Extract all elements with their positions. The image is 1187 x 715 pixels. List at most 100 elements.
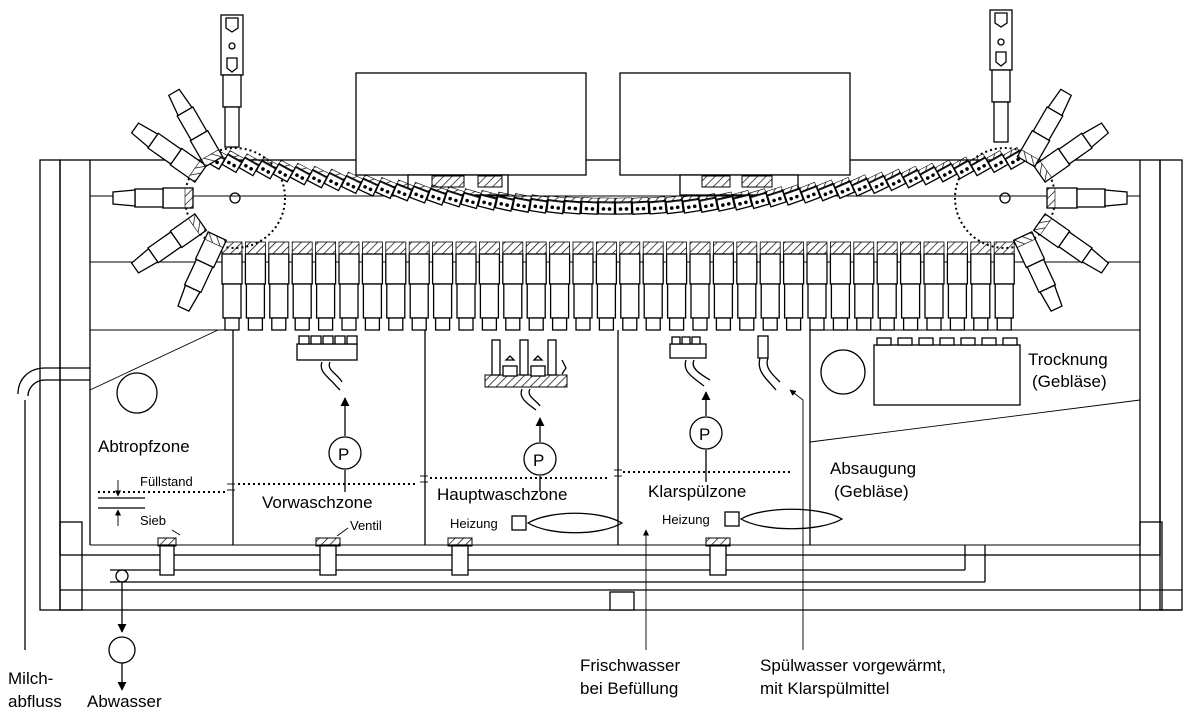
holder-cap bbox=[923, 241, 945, 255]
carrier-tip bbox=[130, 247, 159, 274]
holder-body bbox=[244, 253, 267, 285]
carrier-tip bbox=[1104, 189, 1128, 207]
holder-body bbox=[970, 253, 992, 285]
holder-tip bbox=[645, 317, 661, 331]
link-pin bbox=[772, 198, 776, 203]
cluster-holder bbox=[642, 241, 664, 331]
holder-tip bbox=[224, 317, 240, 331]
holder-sleeve bbox=[315, 283, 336, 319]
link-pin bbox=[278, 170, 282, 174]
link-pin bbox=[266, 170, 271, 174]
holder-body bbox=[782, 253, 805, 285]
fill-level bbox=[98, 469, 790, 526]
link-pin bbox=[232, 163, 236, 168]
chain-link bbox=[443, 186, 465, 208]
holder-sleeve bbox=[666, 283, 687, 319]
carrier-tip bbox=[130, 122, 159, 149]
holder-body bbox=[642, 253, 664, 285]
link-pin bbox=[829, 190, 833, 194]
chain-link bbox=[238, 153, 262, 177]
holder-cap bbox=[525, 241, 547, 255]
holder-sleeve bbox=[362, 283, 383, 319]
label-frischwasser-1: Frischwasser bbox=[580, 656, 680, 675]
holder-cap bbox=[713, 241, 734, 255]
link-pin bbox=[686, 205, 691, 210]
cluster-holder bbox=[525, 241, 547, 331]
holder-body bbox=[806, 253, 828, 285]
carrier-mid bbox=[134, 188, 164, 208]
holder-sleeve bbox=[900, 283, 921, 319]
link-hatch bbox=[900, 165, 919, 179]
label-frischwasser-2: bei Befüllung bbox=[580, 679, 678, 698]
holder-tip bbox=[692, 317, 708, 331]
link-hatch bbox=[631, 197, 649, 204]
carrier-mid bbox=[1076, 188, 1106, 208]
holder-tip bbox=[715, 317, 732, 331]
link-pin bbox=[982, 163, 986, 168]
link-pin bbox=[641, 206, 646, 211]
holder-tip bbox=[973, 317, 989, 331]
link-pin bbox=[863, 185, 867, 189]
cluster-holder bbox=[806, 241, 828, 331]
chain-link bbox=[765, 186, 787, 208]
holder-tip bbox=[926, 317, 942, 331]
holder-tip bbox=[622, 317, 638, 331]
link-hatch bbox=[665, 195, 683, 204]
pump-klarspuel: P bbox=[689, 391, 723, 482]
link-hatch bbox=[968, 153, 986, 167]
holder-cap bbox=[455, 241, 477, 255]
link-hatch bbox=[799, 181, 817, 194]
holder-sleeve bbox=[409, 283, 429, 319]
holder-sleeve bbox=[737, 283, 757, 319]
link-pin bbox=[999, 160, 1003, 165]
link-pin bbox=[721, 203, 725, 207]
cluster-holder bbox=[572, 241, 594, 331]
holder-cap bbox=[361, 241, 383, 255]
milk-drain-spout bbox=[17, 367, 91, 650]
holder-cap bbox=[596, 241, 617, 255]
link-pin bbox=[925, 176, 930, 180]
holder-body bbox=[619, 253, 641, 285]
link-pin bbox=[977, 166, 981, 171]
holder-tip bbox=[481, 317, 498, 331]
holder-sleeve bbox=[479, 283, 500, 319]
chain-link bbox=[648, 196, 667, 215]
holder-sleeve bbox=[783, 283, 804, 319]
chain-link bbox=[614, 197, 633, 215]
cluster-holders bbox=[221, 241, 1015, 331]
link-pin bbox=[533, 204, 538, 209]
leader-lines bbox=[642, 389, 804, 650]
link-pin bbox=[624, 207, 629, 211]
holder-sleeve bbox=[432, 283, 453, 319]
cluster-holder bbox=[970, 241, 992, 331]
holder-body bbox=[572, 253, 594, 285]
link-pin bbox=[607, 207, 612, 211]
holder-cap bbox=[478, 241, 500, 255]
holder-tip bbox=[575, 317, 591, 331]
carrier-tip bbox=[1039, 284, 1063, 312]
holder-sleeve bbox=[386, 283, 406, 319]
link-hatch bbox=[648, 196, 666, 204]
holder-sleeve bbox=[292, 283, 312, 319]
holder-tip bbox=[551, 317, 568, 331]
link-pin bbox=[908, 179, 913, 183]
cluster-holder bbox=[338, 241, 360, 331]
holder-sleeve bbox=[339, 283, 359, 319]
link-pin bbox=[874, 184, 879, 189]
chain-link bbox=[425, 184, 448, 206]
carrier-hatch bbox=[184, 187, 194, 209]
holder-sleeve bbox=[456, 283, 476, 319]
holder-cap bbox=[666, 241, 687, 255]
holder-cap bbox=[830, 241, 851, 255]
holder-sleeve bbox=[269, 283, 289, 319]
label-trocknung-2: (Gebläse) bbox=[1032, 372, 1107, 391]
holder-tip bbox=[341, 317, 357, 331]
holder-cap bbox=[572, 241, 594, 255]
cluster-holder bbox=[221, 241, 243, 331]
heater-hauptwasch bbox=[511, 512, 624, 534]
cluster-holder bbox=[759, 241, 781, 331]
link-pin bbox=[857, 187, 862, 192]
holder-sleeve bbox=[620, 283, 640, 319]
link-pin bbox=[823, 192, 828, 197]
chain-link bbox=[563, 196, 582, 215]
